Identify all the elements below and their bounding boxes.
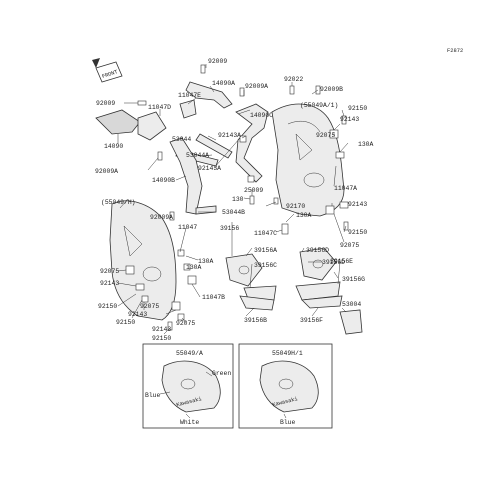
label-39156D-b: 39156D: [322, 259, 345, 266]
label-130A-left2: 130A: [186, 264, 202, 271]
fasteners: [125, 64, 349, 331]
label-14090A: 14090A: [212, 80, 235, 87]
inset-right: 55049H/1 Kawasaki Blue: [238, 343, 333, 429]
label-92150-l3: 92150: [152, 335, 171, 342]
label-92075-r2: 92075: [340, 242, 359, 249]
label-92150-r2: 92150: [348, 229, 367, 236]
label-92075-l1: 92075: [100, 268, 119, 275]
label-14090B: 14090B: [152, 177, 175, 184]
label-53044B: 53044B: [222, 209, 245, 216]
inset-left-color-blue: Blue: [145, 392, 161, 399]
inset-left-title: 55049/A: [176, 350, 203, 357]
label-92143A-mid: 92143A: [218, 132, 241, 139]
panel-39156A: [225, 253, 263, 287]
label-25009: 25009: [244, 187, 263, 194]
label-39156D-a: 39156D: [306, 247, 329, 254]
label-92075-l3: 92075: [176, 320, 195, 327]
label-55049A-1-top: (55049A/1): [300, 102, 338, 109]
label-11047: 11047: [178, 224, 197, 231]
label-11047A: 11047A: [334, 185, 357, 192]
panel-39156F: [301, 295, 343, 309]
label-39156C: 39156C: [254, 262, 277, 269]
label-92009B: 92009B: [320, 86, 343, 93]
inset-right-color-blue: Blue: [280, 419, 296, 426]
bracket-14090A: [185, 81, 233, 109]
label-92143A-mid2: 92143A: [198, 165, 221, 172]
label-39156A: 39156A: [254, 247, 277, 254]
label-130-mid: 130: [232, 196, 244, 203]
label-92009A-left: 92009A: [95, 168, 118, 175]
panel-39156D: [299, 247, 337, 281]
label-39156E: 39156E: [330, 258, 353, 265]
label-92075-r1: 92075: [316, 132, 335, 139]
label-92009A-mid: 92009A: [150, 214, 173, 221]
label-92009-top: 92009: [208, 58, 227, 65]
label-92143-l2: 92143: [128, 311, 147, 318]
label-92143-l1: 92143: [100, 280, 119, 287]
label-14090C: 14090C: [250, 112, 273, 119]
bracket-14090: [95, 109, 141, 135]
label-53004: 53004: [342, 301, 361, 308]
label-11047D: 11047D: [148, 104, 171, 111]
label-92170: 92170: [286, 203, 305, 210]
label-53044: 53044: [172, 136, 191, 143]
label-92143-r1: 92143: [340, 116, 359, 123]
label-130A-mid: 130A: [296, 212, 312, 219]
panel-39156B: [239, 295, 275, 311]
diagram-code: F2872: [447, 48, 463, 54]
upper-cowl-right: [271, 103, 345, 217]
label-92009-left: 92009: [96, 100, 115, 107]
label-53044A: 53044A: [186, 152, 209, 159]
inset-left: 55049/A Kawasaki Green Blue White: [142, 343, 234, 429]
front-arrow-icon: FRONT: [92, 58, 123, 83]
label-14090: 14090: [104, 143, 123, 150]
stay-11047E: [179, 99, 197, 119]
label-11047C: 11047C: [254, 230, 277, 237]
label-92150-r1: 92150: [348, 105, 367, 112]
inset-left-color-green: Green: [212, 370, 231, 377]
label-130A-r1: 130A: [358, 141, 374, 148]
label-39156: 39156: [220, 225, 239, 232]
label-11047B: 11047B: [202, 294, 225, 301]
label-92150-l2: 92150: [116, 319, 135, 326]
label-92022: 92022: [284, 76, 303, 83]
label-11047E: 11047E: [178, 92, 201, 99]
stay-53044B: [195, 205, 217, 215]
label-92143-r2: 92143: [348, 201, 367, 208]
stay-53044: [195, 133, 233, 159]
label-92075-l2: 92075: [140, 303, 159, 310]
label-92143-l3: 92143: [152, 326, 171, 333]
label-92009A-top: 92009A: [245, 83, 268, 90]
lower-cowl-left: [109, 200, 177, 321]
label-39156B: 39156B: [244, 317, 267, 324]
front-marker-text: FRONT: [101, 69, 119, 80]
label-55049H: (55049/H): [101, 199, 136, 206]
part-labels: 92009 14090A 92009A 92022 92009B (55049A…: [95, 58, 374, 342]
leader-lines: [117, 64, 349, 335]
label-92150-l1: 92150: [98, 303, 117, 310]
label-39156G: 39156G: [342, 276, 365, 283]
bracket-11047D: [137, 111, 167, 141]
panel-53004: [339, 309, 363, 335]
label-39156F: 39156F: [300, 317, 323, 324]
label-130A-left: 130A: [198, 258, 214, 265]
inset-right-title: 55049H/1: [272, 350, 303, 357]
inset-left-color-white: White: [180, 419, 199, 426]
